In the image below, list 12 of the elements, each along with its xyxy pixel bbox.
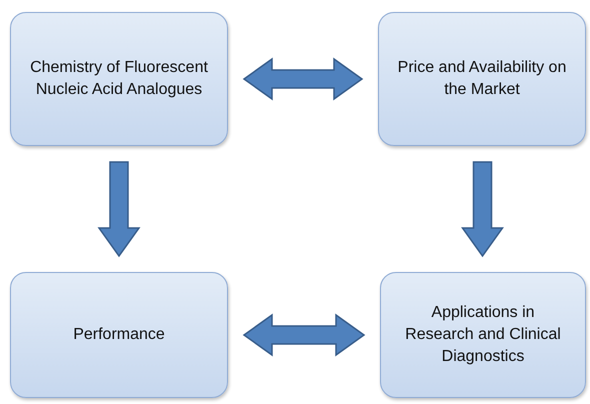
arrow — [461, 161, 504, 258]
arrow — [98, 161, 140, 258]
rounded-box — [10, 12, 228, 146]
rounded-box — [380, 272, 586, 398]
box-label: Performance — [72, 325, 166, 345]
double-arrow — [242, 58, 364, 100]
box-label: Price and Availability on the Market — [396, 58, 568, 100]
double-arrow — [242, 314, 366, 356]
box-label: Chemistry of Fluorescent Nucleic Acid Analogues — [29, 58, 209, 100]
rounded-box — [10, 272, 228, 398]
rounded-box — [378, 12, 586, 146]
box-label: Applications in Research and Clinical Diagnostics — [404, 303, 562, 367]
